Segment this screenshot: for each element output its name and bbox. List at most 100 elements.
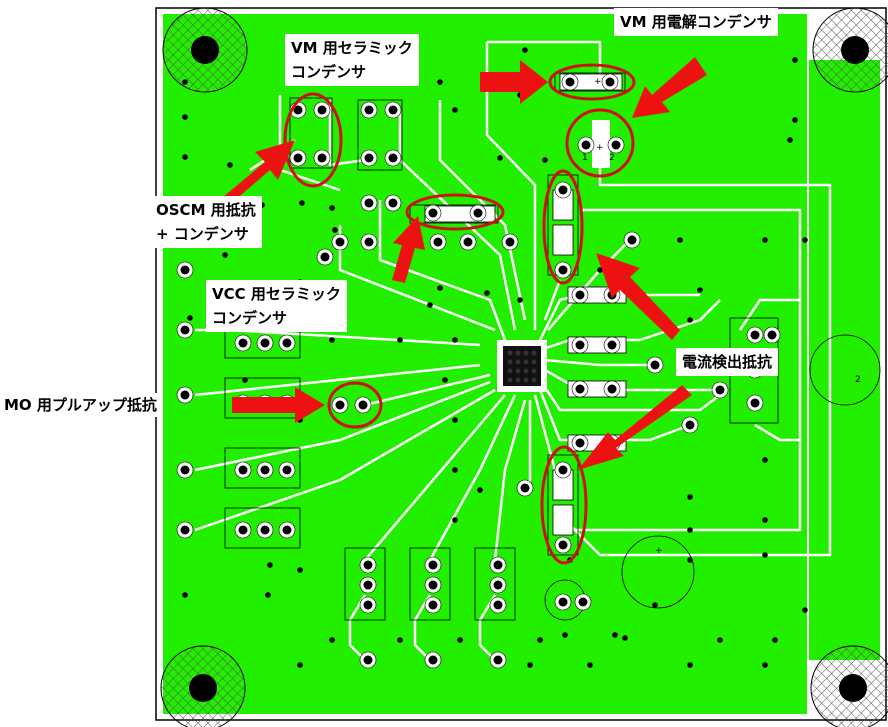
pad [554, 461, 572, 479]
pad [424, 596, 442, 614]
via [522, 47, 528, 53]
label-current-sense-resistor: 電流検出抵抗 [676, 348, 779, 376]
pad [256, 521, 274, 539]
via [452, 517, 458, 523]
via-layer [182, 47, 808, 668]
pad [554, 536, 572, 554]
pad [489, 556, 507, 574]
via [397, 637, 403, 643]
pad [554, 261, 572, 279]
highlight-rings [283, 63, 636, 565]
pad [313, 149, 331, 167]
ring-current-sense-top [542, 169, 584, 285]
pad [429, 233, 447, 251]
via [687, 662, 693, 668]
via [452, 467, 458, 473]
pad [681, 416, 699, 434]
via [652, 602, 658, 608]
via [182, 154, 188, 160]
label-vcc-ceramic-capacitor: VCC 用セラミック コンデンサ [206, 280, 347, 332]
pad [623, 231, 641, 249]
plus-mark: + [655, 546, 663, 556]
plus-mark: + [596, 143, 604, 153]
pad [313, 101, 331, 119]
pad [603, 336, 621, 354]
via [267, 562, 273, 568]
via [477, 487, 483, 493]
silkscreen-marks: + + 1 2 + 2 [582, 77, 861, 556]
via [787, 137, 793, 143]
pad [646, 356, 664, 374]
arrow-current-sense-top [596, 253, 680, 340]
label-oscm-resistor-capacitor: OSCM 用抵抗 + コンデンサ [150, 196, 262, 248]
arrow-vm-electrolytic [632, 57, 707, 118]
via [597, 267, 603, 273]
via [772, 637, 778, 643]
mounting-hole-bottom-left [160, 645, 246, 727]
pad [278, 334, 296, 352]
via [687, 317, 693, 323]
via [687, 557, 693, 563]
pad [316, 248, 334, 266]
pin1-mark: 1 [582, 153, 588, 163]
via [437, 79, 443, 85]
pad [176, 521, 194, 539]
pad [571, 286, 589, 304]
copper-pour-right [808, 60, 880, 660]
via [329, 637, 335, 643]
pad [360, 101, 378, 119]
pad [359, 556, 377, 574]
pad [278, 521, 296, 539]
pad [746, 394, 764, 412]
pad [384, 194, 402, 212]
via [762, 457, 768, 463]
mounting-hole-bottom-right [810, 645, 888, 727]
plus-mark: + [594, 77, 602, 87]
via [587, 662, 593, 668]
via [622, 635, 628, 641]
via [792, 117, 798, 123]
pad [459, 233, 477, 251]
pad [607, 136, 625, 154]
pad [469, 204, 487, 222]
ring-oscm [283, 92, 343, 188]
label-mo-pullup-resistor: MO 用プルアップ抵抗 [0, 393, 161, 417]
via [542, 157, 548, 163]
pad [571, 336, 589, 354]
pad [489, 576, 507, 594]
via [612, 632, 618, 638]
via [452, 417, 458, 423]
via [802, 237, 808, 243]
callout-arrows [205, 57, 707, 470]
ring-vm-ceramic [548, 63, 636, 101]
pad [489, 651, 507, 669]
via [687, 527, 693, 533]
pad [359, 576, 377, 594]
pad-layer [176, 73, 781, 669]
via [762, 662, 768, 668]
mounting-hole-top-left [162, 7, 248, 93]
via [437, 285, 443, 291]
via [457, 637, 463, 643]
pad [424, 556, 442, 574]
via [537, 637, 543, 643]
ring-current-sense-bottom [540, 445, 588, 565]
via [697, 287, 703, 293]
via [452, 107, 458, 113]
via [297, 662, 303, 668]
pad [289, 149, 307, 167]
via [265, 592, 271, 598]
pad [763, 326, 781, 344]
via [397, 337, 403, 343]
mounting-hole-top-right [812, 7, 888, 93]
via [329, 337, 335, 343]
via [527, 662, 533, 668]
via [332, 227, 338, 233]
via [484, 290, 490, 296]
pad [711, 381, 729, 399]
pad [501, 233, 519, 251]
via [717, 637, 723, 643]
pad [359, 651, 377, 669]
via [227, 162, 233, 168]
via [187, 315, 193, 321]
